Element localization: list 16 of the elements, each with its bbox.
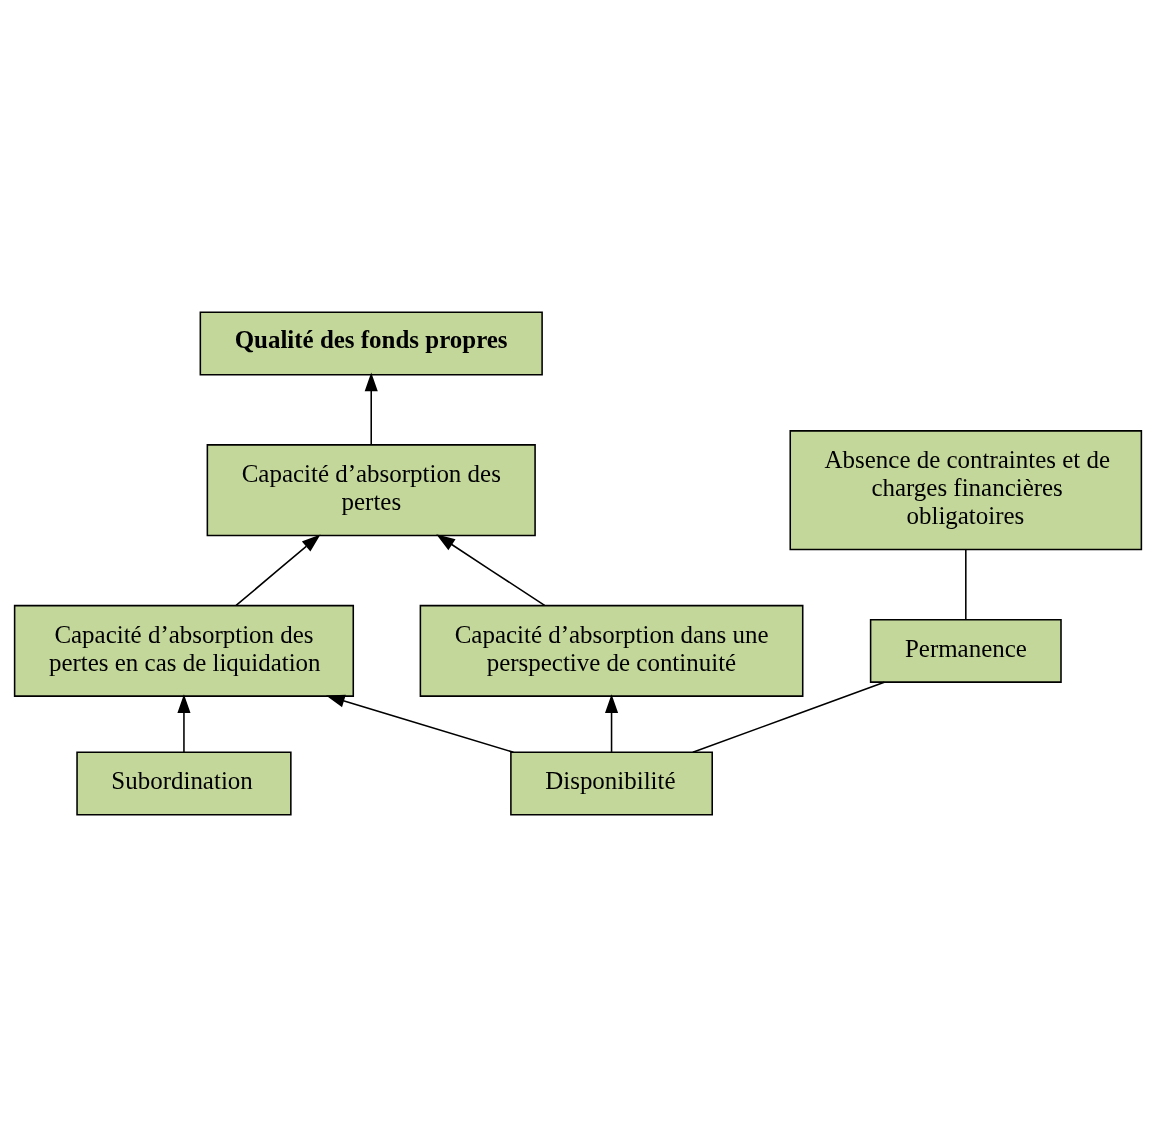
node-box: Disponibilité (510, 751, 713, 816)
node-box: Capacité d’absorption des pertes en cas de liquidation (13, 604, 355, 697)
node-box: Capacité d’absorption dans une perspective de continuité (419, 604, 804, 697)
arrow (177, 693, 191, 753)
connector (692, 681, 886, 753)
arrow (605, 693, 619, 753)
arrow (326, 694, 515, 753)
node-box: Capacité d’absorption des pertes (206, 443, 536, 536)
node-box: Absence de contraintes et de charges financières obligatoires (789, 429, 1143, 550)
arrow (235, 533, 321, 606)
arrow (364, 372, 378, 445)
node-box: Subordination (76, 751, 292, 816)
node-box: Qualité des fonds propres (199, 310, 543, 375)
node-box: Permanence (869, 618, 1062, 683)
arrow (436, 533, 546, 606)
connector (965, 548, 967, 620)
